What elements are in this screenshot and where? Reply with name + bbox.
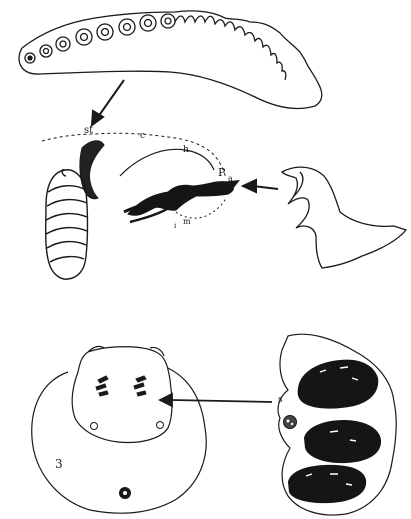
- enlarged-spiracle-plate: [278, 334, 396, 515]
- papillae: [91, 422, 164, 430]
- spiracle-3: [56, 37, 70, 51]
- label-c: c: [140, 131, 145, 141]
- larva-whole-body: [19, 11, 322, 109]
- spiracle-7: [140, 15, 156, 31]
- label-i: i: [174, 222, 177, 230]
- spiracle-6: [119, 19, 135, 35]
- posterior-segment-outline: [32, 346, 206, 513]
- figure-number: 3: [55, 457, 63, 471]
- label-m: m: [183, 217, 191, 226]
- spiracle-plate-left: [98, 376, 108, 383]
- puparium: [46, 170, 88, 279]
- spiracle-button: [284, 416, 297, 429]
- skeleton-sclerite: [128, 182, 234, 216]
- stippled-strip: [80, 141, 104, 199]
- cephalopharyngeal-skeleton: [42, 133, 240, 222]
- anal-opening: [119, 487, 131, 499]
- posterior-spiracles: [96, 376, 146, 396]
- label-pa: P: [218, 166, 226, 179]
- spiracle-2: [40, 45, 52, 57]
- spiracle-4: [76, 29, 92, 45]
- spiracle-plate-right: [136, 376, 146, 382]
- spiracle-5: [97, 24, 113, 40]
- spiracle-slit-3: [288, 465, 366, 503]
- arrow-spiracle-to-enlarged: [160, 394, 272, 406]
- spiracle-slit-2: [304, 420, 381, 463]
- spiracle-8: [161, 14, 175, 28]
- spiracle-slit-1: [298, 360, 379, 409]
- label-s: s: [278, 395, 283, 405]
- arrow-mouthhook-to-skeleton: [243, 180, 278, 192]
- spiracle-row: [25, 14, 175, 63]
- label-st: st: [84, 125, 93, 136]
- label-pa-sub: a: [228, 174, 233, 183]
- label-h: h: [183, 145, 189, 155]
- arrow-larva-to-st: [92, 80, 124, 125]
- mouth-hook-enlarged: [282, 167, 406, 268]
